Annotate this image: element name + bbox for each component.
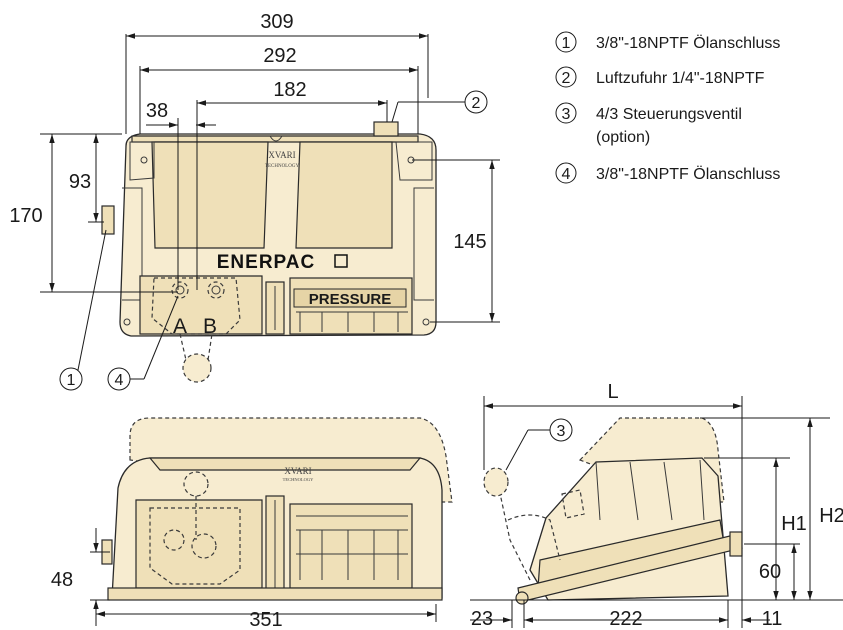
dim-48: 48 [51,569,73,591]
technology-logo-text: TECHNOLOGY [265,164,300,169]
dim-170: 170 [9,205,42,227]
dim-H2: H2 [819,505,843,527]
valve-handle-knob [182,353,212,383]
legend-text-1: 3/8"-18NPTF Ölanschluss [596,34,780,52]
dim-93: 93 [69,171,91,193]
side-foot [515,591,529,605]
air-inlet-fitting [373,121,399,137]
pressure-block-bottom [289,503,413,589]
dim-351: 351 [249,609,282,630]
port-a-label: A [173,315,187,338]
base-rail [107,587,443,601]
bottom-front-view: XVARI TECHNOLOGY [101,417,453,601]
side-view [483,417,743,605]
dim-309: 309 [260,11,293,33]
front-view: XVARI TECHNOLOGY ENERPAC A B PRESSURE [101,121,437,383]
dim-222: 222 [609,608,642,630]
dim-23: 23 [471,608,493,630]
callout-1: 1 [67,372,76,389]
legend-text-3b: (option) [596,129,650,146]
legend-number-1: 1 [562,35,571,52]
xvari-logo-text: XVARI [268,150,295,160]
left-panel [151,141,269,249]
callout-4: 4 [115,372,124,389]
mount-hole [422,318,430,326]
dim-L: L [607,381,618,403]
callout-1-circle [59,367,83,391]
lower-valve-block [139,275,263,335]
side-end-fitting [729,531,743,557]
bottom-front-dimensions: 351 48 [51,528,437,630]
pressure-label: PRESSURE [309,291,392,308]
legend-number-3: 3 [562,106,571,123]
legend-text-2: Luftzufuhr 1/4"-18NPTF [596,70,765,87]
dim-292: 292 [263,45,296,67]
dim-182: 182 [273,79,306,101]
front-view-dimensions: 309 292 182 38 170 93 145 [9,11,500,323]
dim-60: 60 [759,561,781,583]
enerpac-logo-mark [334,254,348,268]
technology-logo-text-bottom: TECHNOLOGY [283,477,314,482]
mount-hole [123,318,131,326]
enerpac-logo: ENERPAC [217,252,316,273]
legend-text-4: 3/8"-18NPTF Ölanschluss [596,165,780,183]
side-view-dimensions: L 3 H2 H1 60 23 222 11 [470,381,843,630]
mount-hole [140,156,148,164]
dim-145: 145 [453,231,486,253]
xvari-logo-text-bottom: XVARI [284,466,311,476]
dim-H1: H1 [781,513,807,535]
legend-number-4: 4 [562,166,571,183]
callout-3: 3 [557,423,566,440]
valve-handle-side [483,467,509,497]
port-b-label: B [203,315,217,338]
right-panel [295,141,393,249]
dim-38: 38 [146,100,168,122]
valve-knob-front [183,471,209,497]
legend-number-2: 2 [562,70,571,87]
callouts-front: 2 1 4 [59,90,488,391]
oil-port-fitting [101,205,115,235]
callout-2: 2 [472,95,481,112]
legend-text-3: 4/3 Steuerungsventil [596,106,742,123]
dim-11: 11 [762,608,783,630]
legend: 1 3/8"-18NPTF Ölanschluss 2 Luftzufuhr 1… [555,31,780,184]
